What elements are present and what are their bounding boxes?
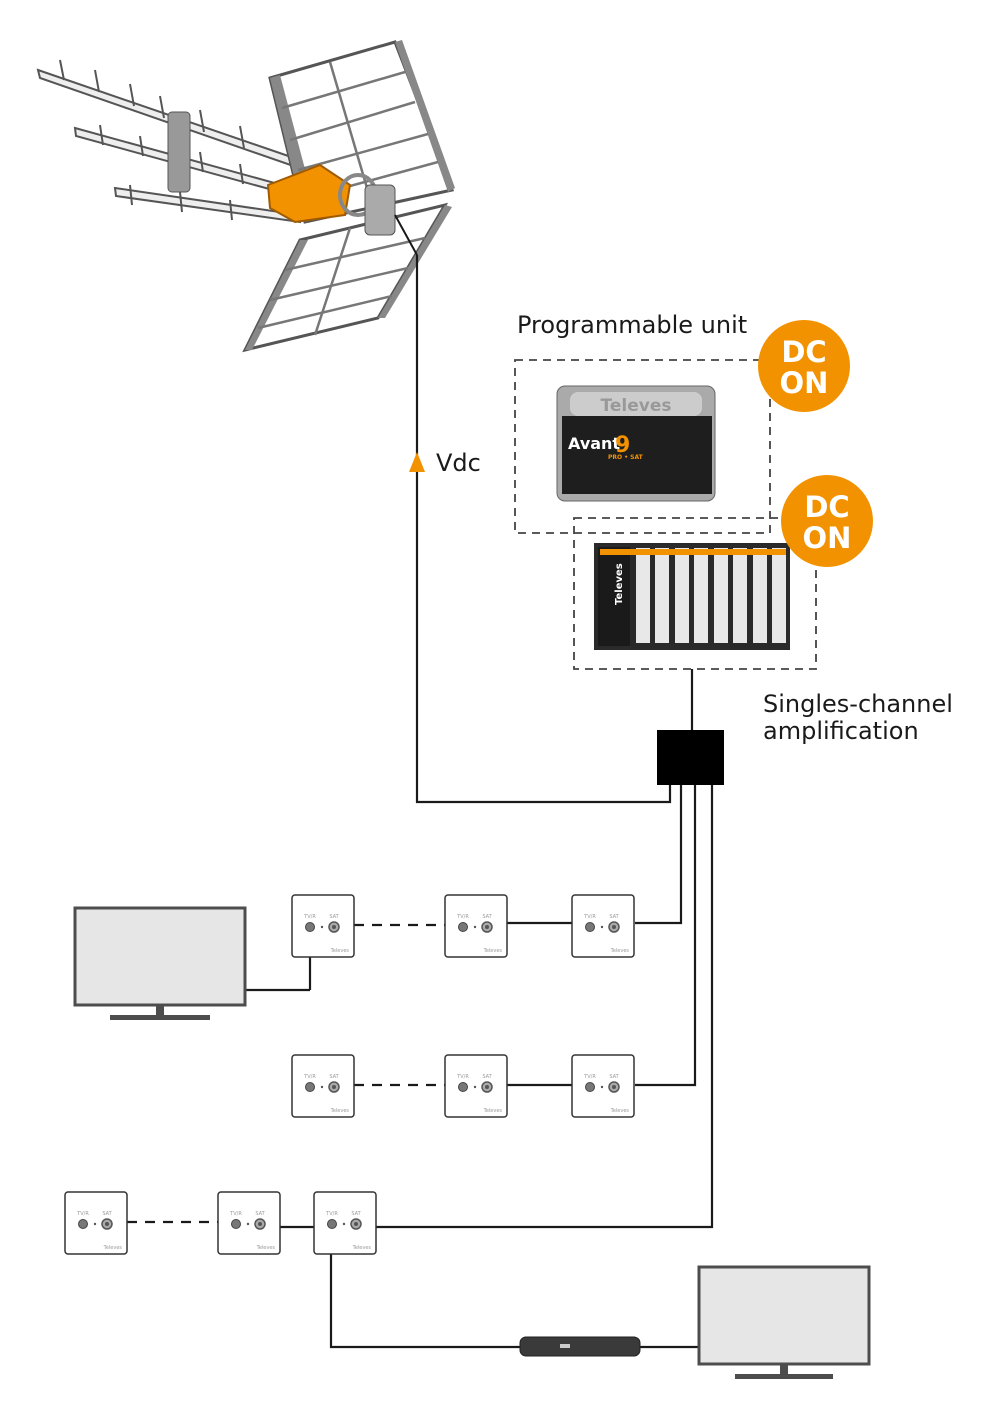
outlet-brand-label: Televes bbox=[330, 1108, 350, 1114]
channel-amplifier-device: Televes bbox=[594, 543, 790, 650]
tv-port-icon bbox=[305, 922, 315, 932]
wall-outlet: TV/R SAT Televes bbox=[444, 894, 508, 958]
outlet-port2-label: SAT bbox=[482, 914, 492, 920]
tv-port-icon bbox=[585, 1082, 595, 1092]
programmable-unit-label: Programmable unit bbox=[517, 311, 747, 339]
outlet-brand-label: Televes bbox=[103, 1245, 123, 1251]
wall-outlet: TV/R SAT Televes bbox=[313, 1191, 377, 1255]
tv-port-icon bbox=[458, 1082, 468, 1092]
badge-dc-on-1: DC ON bbox=[758, 320, 850, 412]
vdc-label: Vdc bbox=[436, 449, 481, 477]
outlet-brand-label: Televes bbox=[610, 1108, 630, 1114]
dashed-cables bbox=[127, 923, 445, 1224]
avant-model: Avant bbox=[568, 434, 620, 453]
outlet-port1-label: TV/R bbox=[583, 914, 596, 920]
singles-label-2: amplification bbox=[763, 717, 919, 745]
tv-icon bbox=[697, 1265, 871, 1379]
tv-port-icon bbox=[327, 1219, 337, 1229]
outlet-port1-label: TV/R bbox=[303, 914, 316, 920]
tv-port-icon bbox=[305, 1082, 315, 1092]
wall-outlet: TV/R SAT Televes bbox=[571, 1054, 635, 1118]
outlet-port2-label: SAT bbox=[609, 914, 619, 920]
outlet-port2-label: SAT bbox=[329, 914, 339, 920]
outlet-port2-label: SAT bbox=[255, 1211, 265, 1217]
svg-text:DC: DC bbox=[804, 490, 849, 524]
wall-outlet: TV/R SAT Televes bbox=[64, 1191, 128, 1255]
avant-sub: PRO • SAT bbox=[608, 454, 644, 461]
avant-device: Televes Avant 9 PRO • SAT bbox=[556, 385, 716, 502]
wall-outlet: TV/R SAT Televes bbox=[444, 1054, 508, 1118]
badge-dc-on-2: DC ON bbox=[781, 475, 873, 567]
outlet-port1-label: TV/R bbox=[583, 1074, 596, 1080]
outlet-port2-label: SAT bbox=[329, 1074, 339, 1080]
coax-cables bbox=[246, 255, 714, 1349]
outlet-port1-label: TV/R bbox=[325, 1211, 338, 1217]
outlet-port2-label: SAT bbox=[609, 1074, 619, 1080]
svg-text:ON: ON bbox=[780, 366, 829, 400]
svg-text:ON: ON bbox=[803, 521, 852, 555]
outlet-brand-label: Televes bbox=[483, 948, 503, 954]
outlet-port1-label: TV/R bbox=[456, 914, 469, 920]
tv-icon bbox=[73, 906, 247, 1020]
outlet-brand-label: Televes bbox=[330, 948, 350, 954]
vdc-arrow-icon bbox=[409, 452, 425, 472]
outlet-port2-label: SAT bbox=[351, 1211, 361, 1217]
outlet-port1-label: TV/R bbox=[456, 1074, 469, 1080]
tv-port-icon bbox=[231, 1219, 241, 1229]
set-top-box-icon bbox=[519, 1336, 641, 1357]
outlet-brand-label: Televes bbox=[610, 948, 630, 954]
outlet-brand-label: Televes bbox=[483, 1108, 503, 1114]
amplifier-brand: Televes bbox=[614, 563, 625, 605]
avant-brand: Televes bbox=[601, 396, 672, 416]
tv-port-icon bbox=[458, 922, 468, 932]
wall-outlet: TV/R SAT Televes bbox=[571, 894, 635, 958]
singles-label-1: Singles-channel bbox=[763, 690, 953, 718]
outlet-port2-label: SAT bbox=[482, 1074, 492, 1080]
wall-outlet: TV/R SAT Televes bbox=[217, 1191, 281, 1255]
outlet-brand-label: Televes bbox=[352, 1245, 372, 1251]
tv-port-icon bbox=[78, 1219, 88, 1229]
svg-text:DC: DC bbox=[781, 335, 826, 369]
programmable-unit-box bbox=[514, 359, 771, 534]
antenna-icon bbox=[36, 40, 455, 353]
wall-outlet: TV/R SAT Televes bbox=[291, 1054, 355, 1118]
outlet-brand-label: Televes bbox=[256, 1245, 276, 1251]
splitter bbox=[657, 730, 724, 785]
outlet-port1-label: TV/R bbox=[229, 1211, 242, 1217]
avant-model-number: 9 bbox=[615, 433, 630, 458]
outlet-port2-label: SAT bbox=[102, 1211, 112, 1217]
wall-outlet: TV/R SAT Televes bbox=[291, 894, 355, 958]
outlet-port1-label: TV/R bbox=[303, 1074, 316, 1080]
tv-port-icon bbox=[585, 922, 595, 932]
outlet-port1-label: TV/R bbox=[76, 1211, 89, 1217]
